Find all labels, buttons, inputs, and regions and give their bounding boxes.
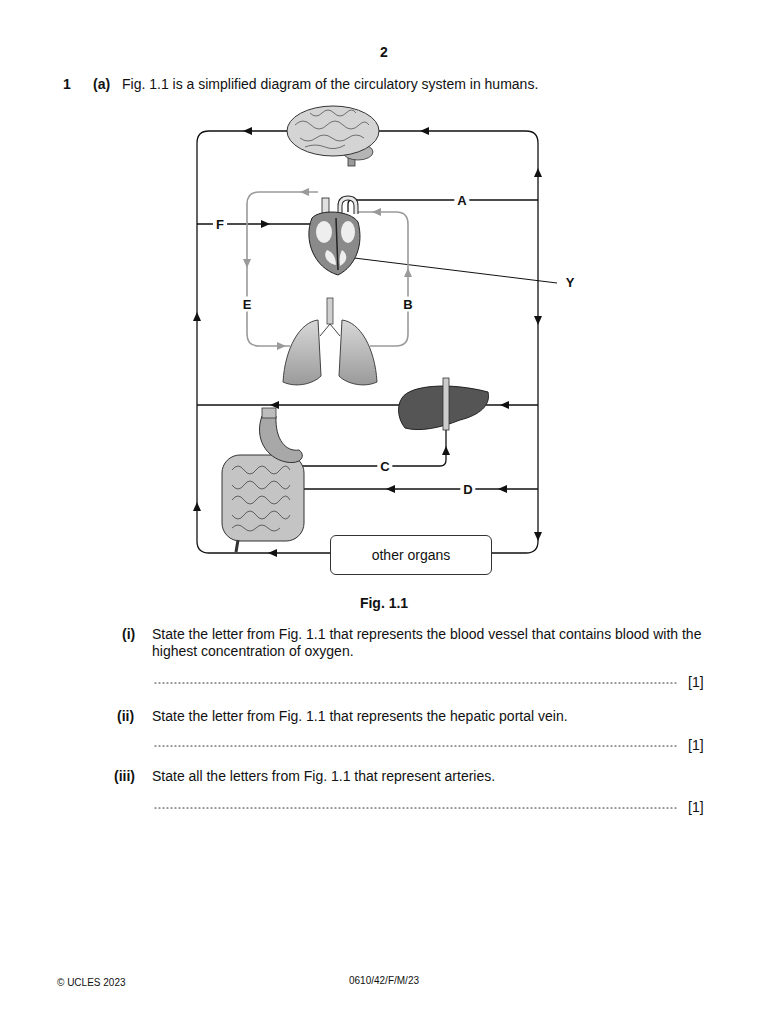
vessel-letter: E — [240, 296, 255, 313]
callout-letter: Y — [566, 274, 575, 291]
paper-code: 0610/42/F/M/23 — [349, 972, 419, 989]
question-number-text: 1 — [63, 76, 71, 92]
blood-vessels — [197, 131, 538, 553]
vessel-letter: A — [454, 192, 469, 209]
copyright-note: © UCLES 2023 — [57, 974, 126, 991]
subpart-label-text: (iii) — [114, 768, 135, 784]
mark-allocation: [1] — [688, 674, 704, 691]
callout-letter-text: Y — [566, 275, 575, 290]
organ-box: other organs — [330, 535, 492, 575]
question-number: 1 — [63, 76, 71, 93]
vessel-letter: F — [213, 216, 227, 233]
subpart-label-text: (i) — [122, 626, 135, 642]
subpart-label: (iii) — [114, 768, 135, 785]
mark-allocation-text: [1] — [688, 674, 704, 690]
mark-allocation: [1] — [688, 737, 704, 754]
page-number: 2 — [380, 44, 388, 61]
vessel-letter-text: D — [460, 482, 475, 497]
box-label: other organs — [372, 547, 451, 563]
brain-picture — [287, 106, 379, 166]
question-text-text: State the letter from Fig. 1.1 that repr… — [152, 708, 568, 724]
question-text: State the letter from Fig. 1.1 that repr… — [152, 626, 708, 660]
mark-allocation: [1] — [688, 799, 704, 816]
vessel-letter-text: B — [400, 297, 415, 312]
page-number-text: 2 — [380, 44, 388, 60]
vessel-letter-text: A — [454, 193, 469, 208]
liver-picture — [399, 378, 489, 430]
figure-caption-text: Fig. 1.1 — [360, 595, 408, 611]
question-text-text: Fig. 1.1 is a simplified diagram of the … — [122, 76, 538, 92]
lungs-picture — [283, 298, 377, 385]
vessel-letter: D — [460, 481, 475, 498]
mark-allocation-text: [1] — [688, 737, 704, 753]
subpart-label: (i) — [122, 626, 135, 643]
vessel-letter-text: E — [240, 297, 255, 312]
mark-allocation-text: [1] — [688, 799, 704, 815]
vessel-letter-text: C — [377, 459, 392, 474]
question-text-text: State all the letters from Fig. 1.1 that… — [152, 768, 495, 784]
part-label: (a) — [93, 76, 110, 93]
flow-arrows — [193, 127, 542, 557]
copyright-note-text: © UCLES 2023 — [57, 977, 126, 988]
subpart-label: (ii) — [117, 708, 134, 725]
question-text: State the letter from Fig. 1.1 that repr… — [152, 708, 708, 725]
figure-caption: Fig. 1.1 — [360, 595, 408, 612]
paper-code-text: 0610/42/F/M/23 — [349, 975, 419, 986]
pulmonary-vessels — [247, 192, 408, 346]
vessel-letter-text: F — [213, 217, 227, 232]
leader-line — [338, 256, 557, 283]
subpart-label-text: (ii) — [117, 708, 134, 724]
pulmonary-arrows — [243, 188, 412, 350]
heart-picture — [309, 198, 360, 275]
vessel-letter: B — [400, 296, 415, 313]
gut-picture — [222, 408, 304, 552]
answer-lines — [155, 683, 676, 808]
vessel-letter: C — [377, 458, 392, 475]
question-text: State all the letters from Fig. 1.1 that… — [152, 768, 708, 785]
question-text-text: State the letter from Fig. 1.1 that repr… — [152, 626, 701, 659]
question-text: Fig. 1.1 is a simplified diagram of the … — [122, 76, 538, 93]
part-label-text: (a) — [93, 76, 110, 92]
